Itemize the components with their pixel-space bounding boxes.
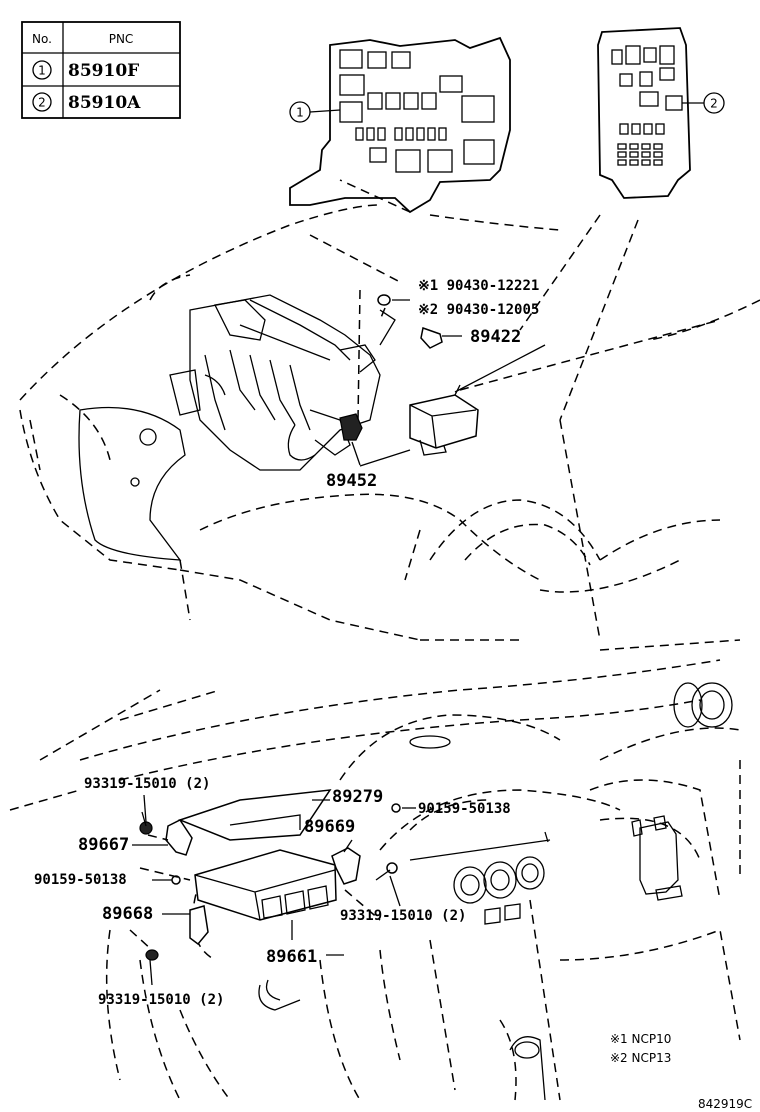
part-label: 89279	[332, 787, 383, 807]
model-note: ※2 NCP13	[610, 1051, 671, 1065]
table-border	[21, 21, 181, 119]
model-note: ※1 NCP10	[610, 1032, 671, 1046]
part-label: 90159-50138	[418, 801, 511, 817]
bracket-89667	[165, 819, 193, 856]
ecm-89661	[194, 849, 337, 921]
pnc-table: No. PNC 1 85910F 2 85910A	[21, 21, 181, 119]
part-label: 89422	[470, 327, 521, 347]
table-header-pnc: PNC	[109, 32, 134, 46]
relay-block-2: 2	[597, 27, 725, 199]
bracket-89668	[189, 905, 209, 946]
callout-number: 1	[296, 106, 304, 120]
callout-number: 2	[710, 97, 718, 111]
lower-labels: 93319-15010 (2) 89279 89667 90159-50138 …	[34, 776, 511, 1008]
table-row-pnc: 85910F	[68, 61, 139, 81]
car-body-outline	[19, 179, 760, 651]
part-label: ※1 90430-12221	[418, 278, 539, 294]
relay-block-1: 1	[289, 36, 511, 214]
lower-parts	[129, 789, 416, 986]
part-label: 93319-15010 (2)	[98, 992, 224, 1008]
table-row-no: 2	[38, 96, 46, 110]
part-label: 89669	[304, 817, 355, 837]
dashboard-outline	[9, 659, 741, 1101]
table-row-pnc: 85910A	[68, 93, 141, 113]
cover-89279	[177, 789, 332, 841]
part-label: 89452	[326, 471, 377, 491]
circle-marker	[32, 92, 52, 112]
upper-labels: ※1 90430-12221 ※2 90430-12005 89422 8945…	[326, 278, 539, 491]
part-label: 89661	[266, 947, 317, 967]
table-row-no: 1	[38, 64, 46, 78]
part-label: 89668	[102, 904, 153, 924]
part-label: 93319-15010 (2)	[84, 776, 210, 792]
engine	[169, 289, 546, 471]
table-header-no: No.	[32, 32, 52, 46]
part-label: 93319-15010 (2)	[340, 908, 466, 924]
circle-marker	[32, 60, 52, 80]
bracket-89669	[331, 847, 361, 885]
part-label: 90159-50138	[34, 872, 127, 888]
model-notes: ※1 NCP10 ※2 NCP13 842919C	[610, 1032, 752, 1111]
figure-id: 842919C	[698, 1097, 752, 1111]
part-label: 89667	[78, 835, 129, 855]
part-label: ※2 90430-12005	[418, 302, 539, 318]
